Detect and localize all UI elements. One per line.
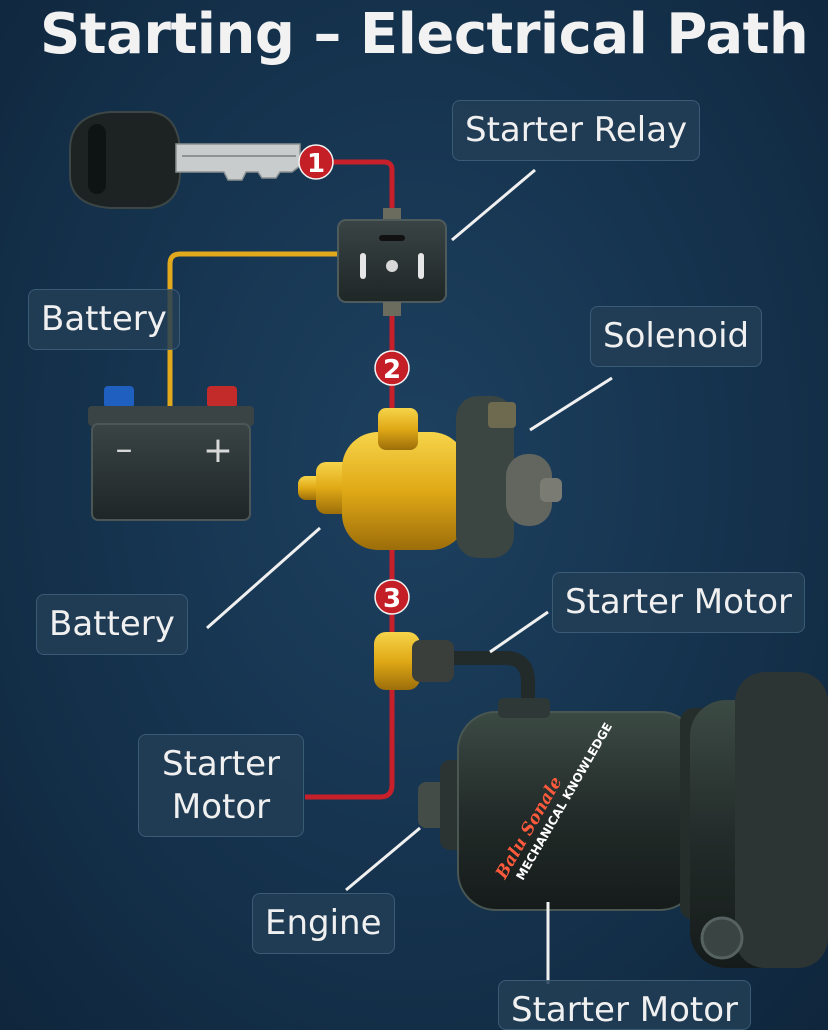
- connector-icon: [374, 632, 454, 690]
- solenoid-icon: [298, 396, 562, 558]
- label-battery-top: Battery: [28, 289, 180, 350]
- battery-positive-terminal: +: [203, 430, 233, 471]
- svg-text:1: 1: [307, 149, 325, 179]
- label-engine: Engine: [252, 893, 395, 954]
- wire-yellow: [167, 251, 338, 408]
- label-starter-motor-right: Starter Motor: [552, 572, 806, 633]
- leader-lines: [206, 168, 613, 984]
- battery-icon: – +: [88, 386, 254, 521]
- starter-motor-icon: Balu Sonale MECHANICAL KNOWLEDGE: [418, 672, 828, 968]
- key-icon: [69, 111, 301, 209]
- label-battery-mid: Battery: [36, 594, 188, 655]
- svg-text:2: 2: [383, 355, 401, 385]
- svg-text:3: 3: [383, 584, 401, 614]
- label-starter-relay: Starter Relay: [452, 100, 701, 161]
- step-badge-3: 3: [374, 579, 410, 615]
- label-solenoid: Solenoid: [590, 306, 763, 367]
- motor-cable: [450, 651, 535, 706]
- label-starter-motor-left: Starter Motor: [138, 734, 304, 837]
- battery-negative-terminal: –: [116, 429, 133, 469]
- step-badge-1: 1: [298, 144, 334, 180]
- page-title: Starting – Electrical Path: [40, 2, 809, 67]
- label-starter-motor-bottom: Starter Motor: [498, 980, 752, 1030]
- step-badge-2: 2: [374, 350, 410, 386]
- relay-icon: [337, 208, 447, 316]
